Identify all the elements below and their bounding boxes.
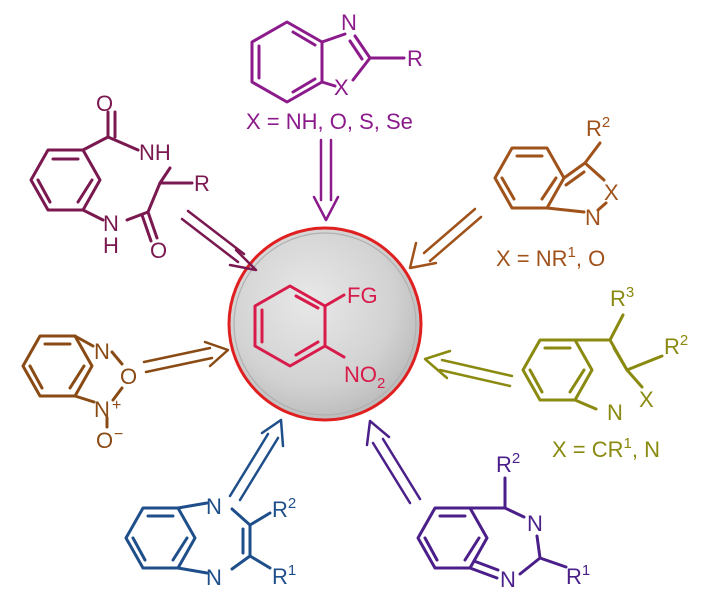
benzazole-n-label: N: [341, 10, 357, 35]
quinoxaline-n-top-label: N: [206, 494, 222, 519]
quinazoline-n-top-label: N: [527, 511, 543, 536]
benzodiazepinedione-structure: [29, 110, 194, 243]
benzazole-benzene-ring: [250, 20, 324, 104]
benzofuroxan-minus-label: −: [114, 426, 123, 443]
benzazole-r-label: R: [407, 46, 423, 71]
quinoxaline-structure: [124, 501, 272, 575]
quinoline-caption: X = CR1, N: [552, 435, 660, 462]
benzisoxazole-n-label: N: [585, 205, 601, 230]
quinoxaline-n-bottom-label: N: [206, 565, 222, 590]
benzazole-x-label: X: [334, 75, 349, 100]
arrow-lower-left: [228, 418, 285, 502]
arrow-left: [142, 340, 230, 374]
arrow-lower-right: [365, 419, 422, 505]
quinoline-r3-label: R3: [610, 284, 634, 311]
arrow-upper-right: [408, 207, 483, 270]
bzd-o-bottom-label: O: [150, 238, 167, 263]
fg-label: FG: [347, 283, 378, 308]
arrow-right: [423, 349, 514, 388]
arrow-upper-left: [180, 209, 258, 272]
benzazole-caption: X = NH, O, S, Se: [246, 109, 413, 134]
quinoline-n-label: N: [607, 400, 623, 425]
benzofuroxan-o-minus-label: O: [96, 428, 113, 453]
benzofuroxan-plus-label: +: [112, 397, 121, 414]
arrow-top: [312, 138, 340, 222]
quinazoline-n-bottom-label: N: [500, 567, 516, 592]
quinoline-x-label: X: [639, 387, 654, 412]
benzofuroxan-n-bottom-label: N: [94, 397, 110, 422]
benzofuroxan-structure: [21, 334, 124, 429]
circle-inner-ring: [233, 232, 417, 416]
bzd-r-label: R: [194, 171, 210, 196]
benzofuroxan-o-ring-label: O: [120, 364, 137, 389]
benzisoxazole-x-label: X: [604, 180, 619, 205]
bzd-o-top-label: O: [96, 91, 113, 116]
benzazole-structure: [250, 20, 406, 104]
central-nitrobenzene: [253, 284, 346, 368]
bzd-n-bottom-label: N: [103, 211, 119, 236]
quinoxaline-r1-label: R1: [272, 562, 296, 589]
benzisoxazole-structure: [493, 141, 608, 214]
quinoline-r2-label: R2: [664, 332, 688, 359]
bzd-nh-top-label: NH: [139, 140, 171, 165]
benzisoxazole-caption: X = NR1, O: [496, 244, 605, 271]
benzofuroxan-n-top-label: N: [94, 339, 110, 364]
quinazoline-r2-label: R2: [496, 450, 520, 477]
no2-label: NO2: [344, 362, 385, 392]
quinazoline-r1-label: R1: [566, 562, 590, 589]
bzd-h-bottom-label: H: [103, 233, 119, 258]
quinoline-structure: [521, 313, 664, 411]
quinoxaline-r2-label: R2: [272, 495, 296, 522]
benzisoxazole-r2-label: R2: [586, 114, 610, 141]
quinazoline-structure: [416, 476, 568, 580]
